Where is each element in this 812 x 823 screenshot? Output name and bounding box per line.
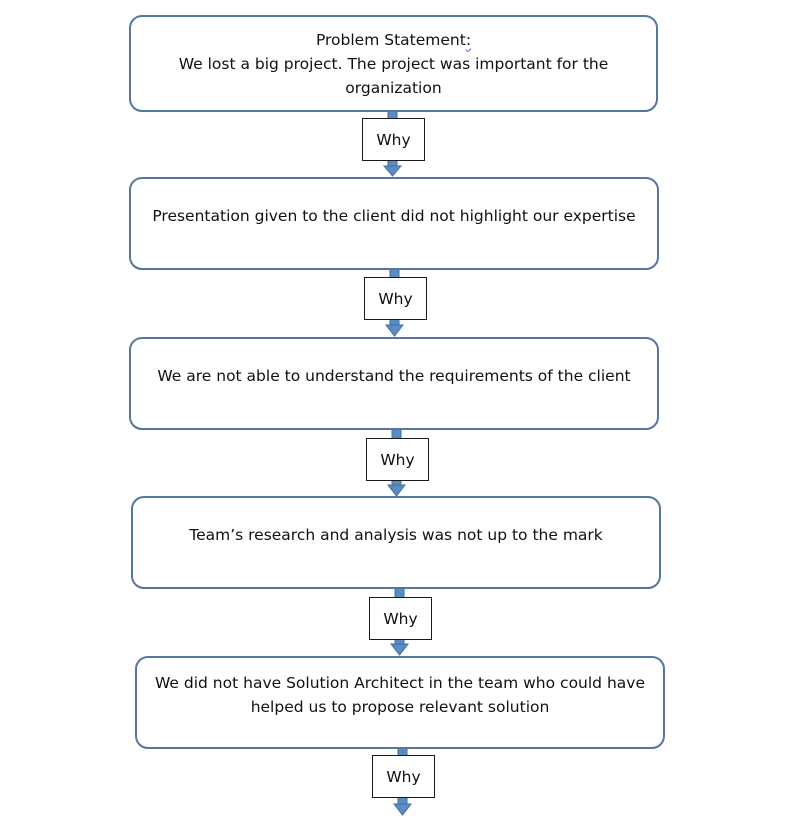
why-box-4: Why: [369, 597, 432, 640]
problem-statement-text: Problem Statement: We lost a big project…: [179, 28, 609, 100]
problem-line-1: We lost a big project. The project was i…: [178, 54, 609, 73]
cause-1-text: Presentation given to the client did not…: [152, 206, 636, 225]
cause-box-2: We are not able to understand the requir…: [129, 337, 659, 430]
cause-4-line-1: We did not have Solution Architect in th…: [155, 673, 645, 692]
cause-3-text: Team’s research and analysis was not up …: [189, 525, 603, 544]
cause-4-text: We did not have Solution Architect in th…: [155, 671, 645, 719]
cause-box-3: Team’s research and analysis was not up …: [131, 496, 661, 589]
cause-box-4: We did not have Solution Architect in th…: [135, 656, 665, 749]
why-label: Why: [383, 609, 418, 628]
why-box-1: Why: [362, 118, 425, 161]
why-label: Why: [376, 130, 411, 149]
why-box-2: Why: [364, 277, 427, 320]
problem-statement-box: Problem Statement: We lost a big project…: [129, 15, 658, 112]
why-box-3: Why: [366, 438, 429, 481]
why-label: Why: [386, 767, 421, 786]
problem-heading-text: Problem Statement: [315, 30, 466, 49]
why-label: Why: [378, 289, 413, 308]
problem-heading-colon: :: [465, 30, 472, 49]
cause-2-text: We are not able to understand the requir…: [157, 366, 631, 385]
cause-4-line-2: helped us to propose relevant solution: [250, 697, 550, 716]
why-box-5: Why: [372, 755, 435, 798]
problem-heading: Problem Statement:: [179, 28, 609, 52]
cause-box-1: Presentation given to the client did not…: [129, 177, 659, 270]
problem-line-2: organization: [345, 78, 442, 97]
why-label: Why: [380, 450, 415, 469]
